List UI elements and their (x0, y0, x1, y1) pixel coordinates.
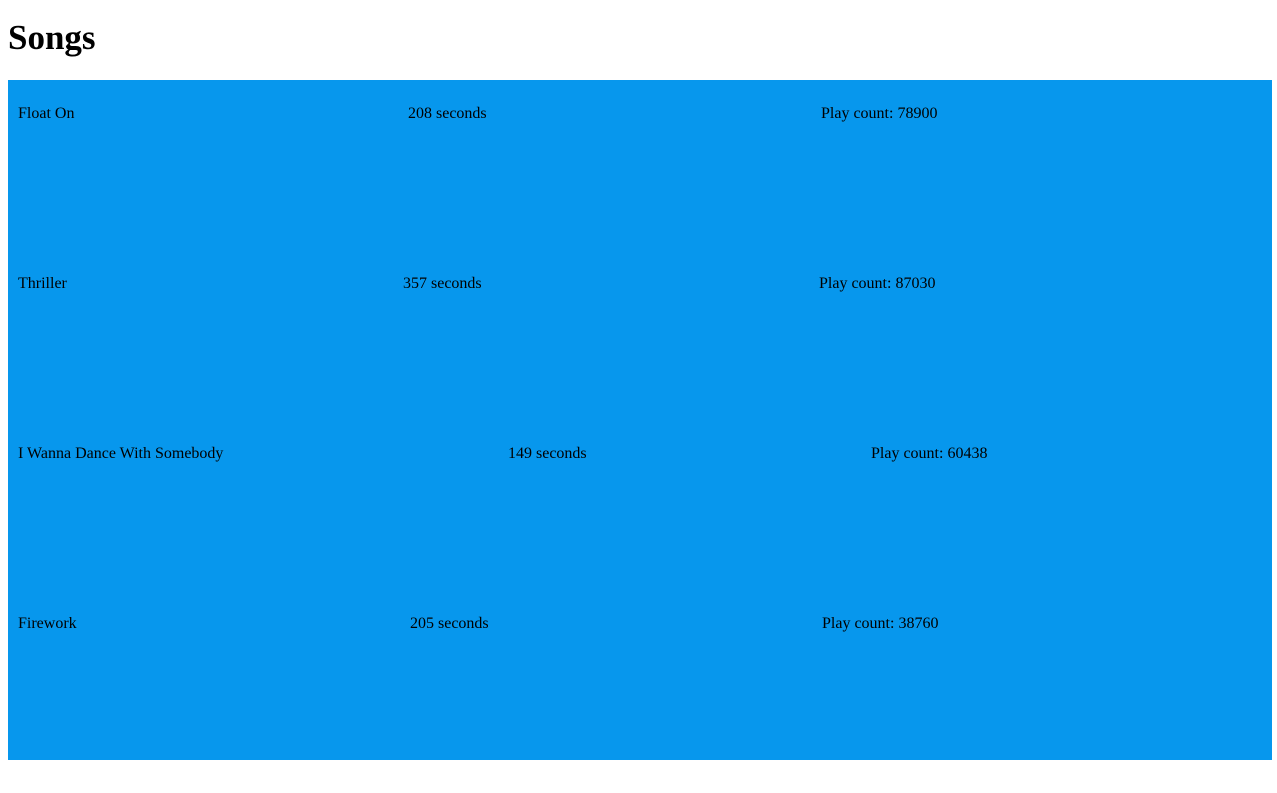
song-duration: 357 seconds (403, 275, 482, 292)
song-row: Firework 205 seconds Play count: 38760 (8, 590, 1272, 760)
song-duration: 205 seconds (410, 615, 489, 632)
song-play-count: Play count: 87030 (819, 275, 936, 292)
song-row: Float On 208 seconds Play count: 78900 (8, 80, 1272, 250)
song-title: Firework (18, 615, 77, 632)
song-play-count: Play count: 38760 (822, 615, 939, 632)
song-title: Float On (18, 105, 75, 122)
page-title: Songs (8, 18, 96, 57)
song-row: Thriller 357 seconds Play count: 87030 (8, 250, 1272, 420)
song-duration: 149 seconds (508, 445, 587, 462)
song-duration: 208 seconds (408, 105, 487, 122)
song-title: Thriller (18, 275, 67, 292)
song-play-count: Play count: 60438 (871, 445, 988, 462)
songs-list: Float On 208 seconds Play count: 78900 T… (8, 80, 1272, 760)
song-row: I Wanna Dance With Somebody 149 seconds … (8, 420, 1272, 590)
song-play-count: Play count: 78900 (821, 105, 938, 122)
song-title: I Wanna Dance With Somebody (18, 445, 224, 462)
